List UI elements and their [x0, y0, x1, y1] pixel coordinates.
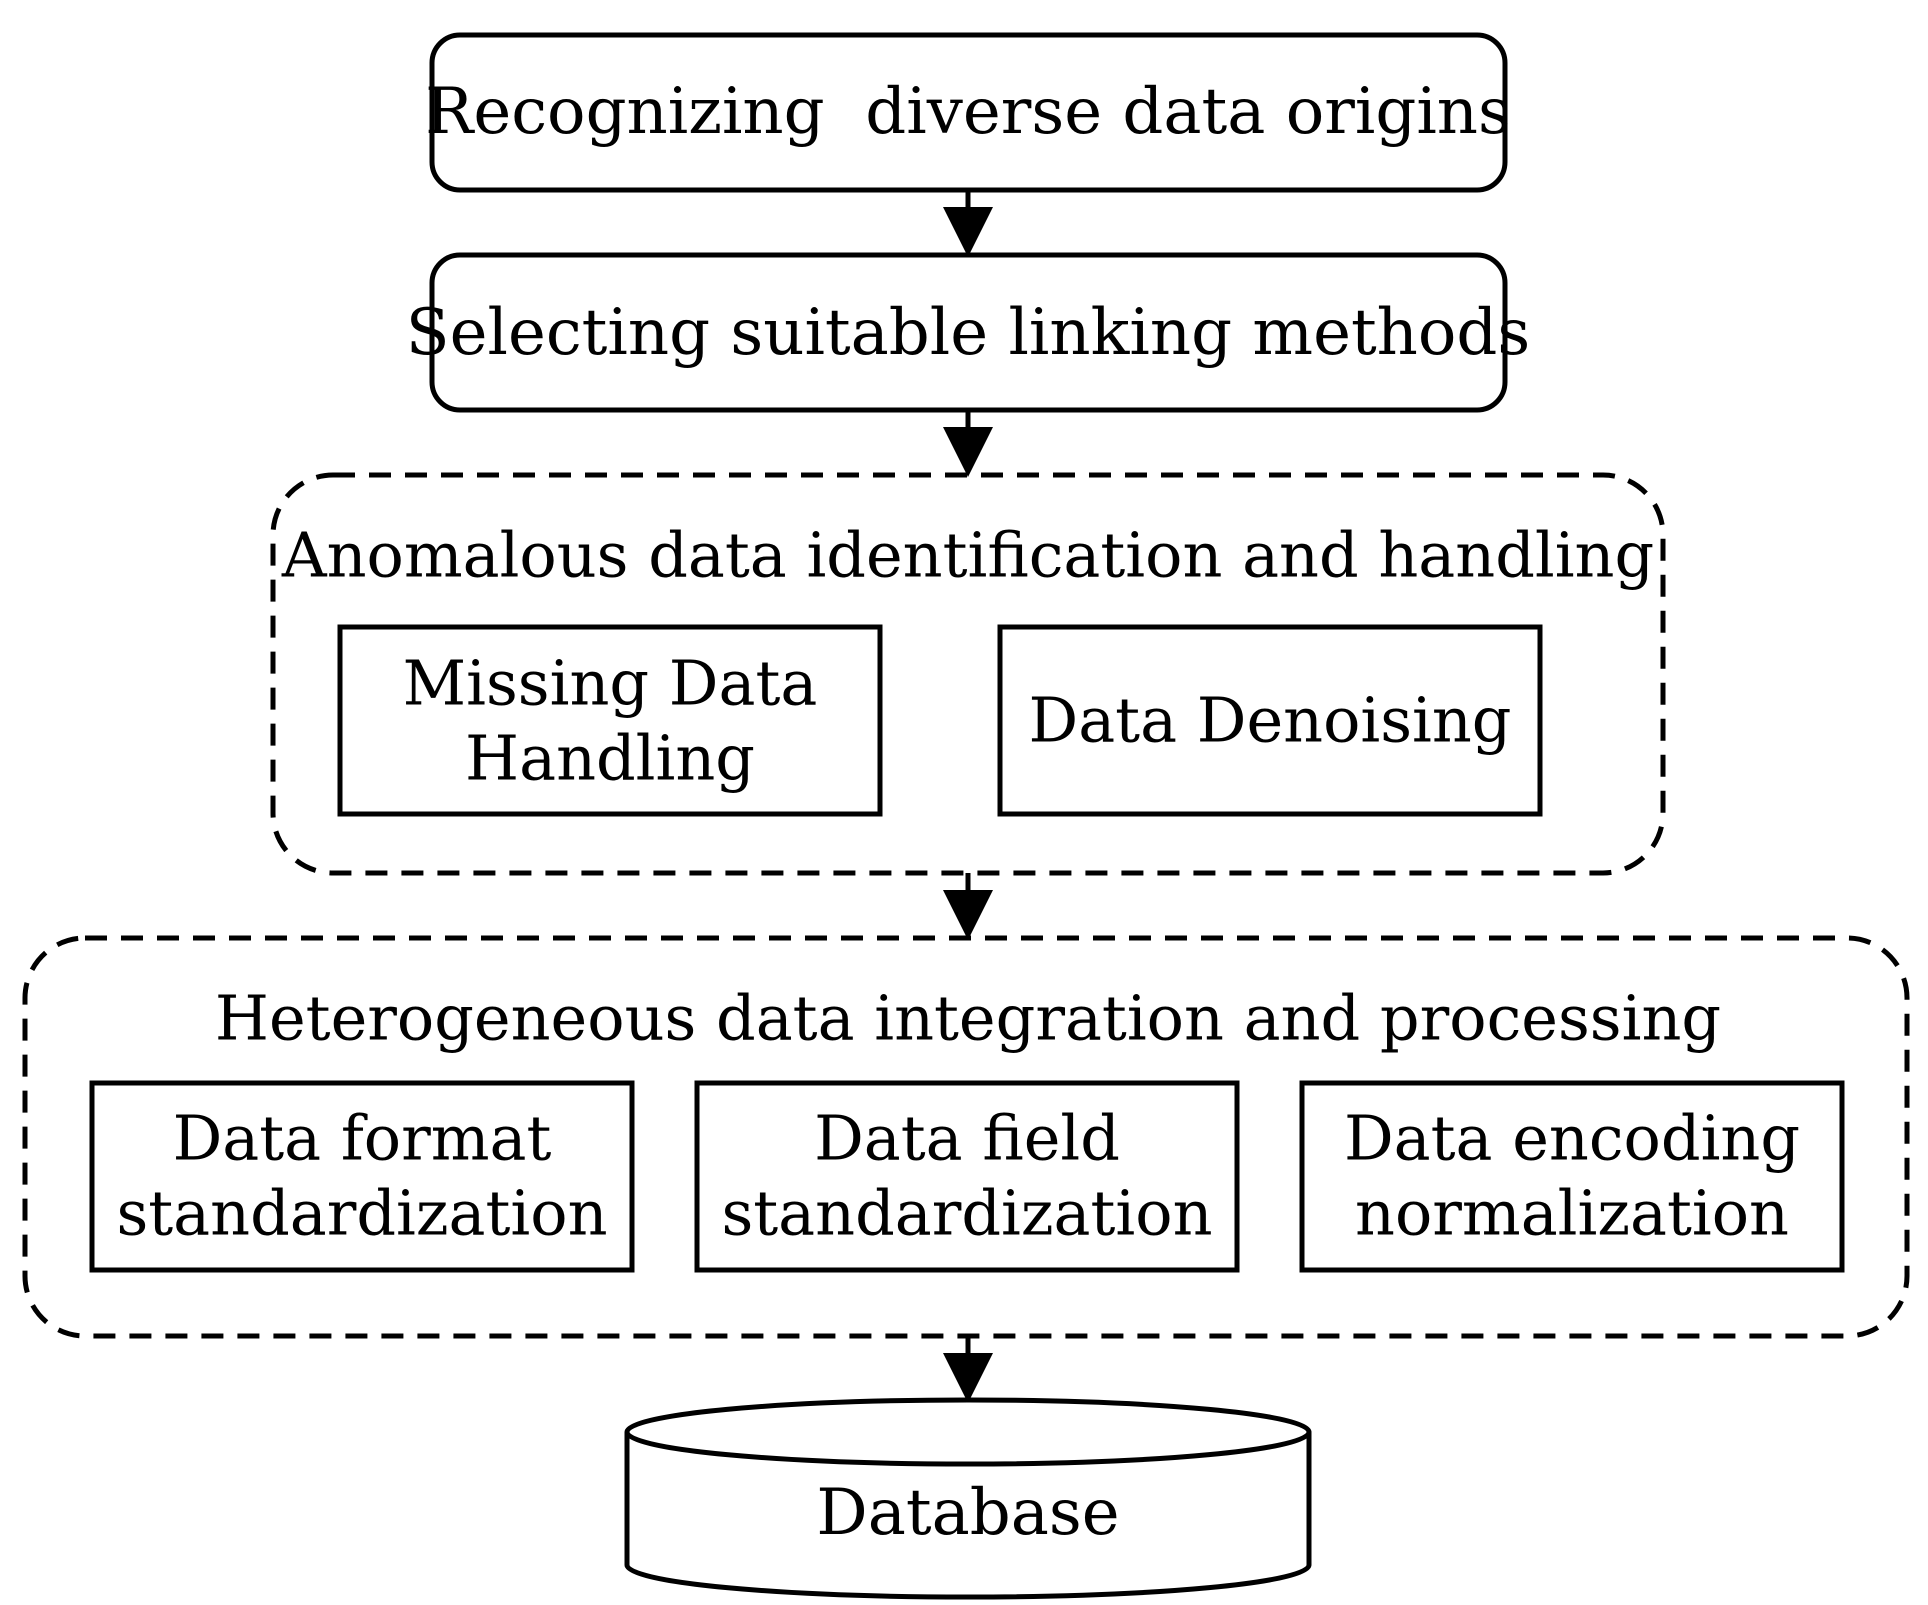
missing-data-line1: Missing Data [403, 647, 818, 720]
box-data-encoding-normalization: Data encoding normalization [1299, 1080, 1845, 1273]
step-recognizing-label: Recognizing diverse data origins [425, 75, 1511, 149]
step-selecting-label: Selecting suitable linking methods [406, 296, 1530, 370]
box-data-denoising: Data Denoising [997, 624, 1543, 817]
data-field-line1: Data field [814, 1102, 1120, 1175]
step-recognizing-data-origins: Recognizing diverse data origins [425, 32, 1511, 193]
missing-data-line2: Handling [465, 722, 755, 795]
group-anomalous-data: Anomalous data identification and handli… [270, 472, 1666, 876]
box-data-format-standardization: Data format standardization [89, 1080, 635, 1273]
database-label: Database [816, 1476, 1119, 1550]
data-field-line2: standardization [721, 1177, 1212, 1250]
data-encoding-line1: Data encoding [1344, 1102, 1800, 1175]
group-heterogeneous-title: Heterogeneous data integration and proce… [215, 982, 1721, 1055]
group-anomalous-title: Anomalous data identification and handli… [281, 519, 1654, 592]
data-format-line1: Data format [173, 1102, 552, 1175]
data-format-line2: standardization [116, 1177, 607, 1250]
step-selecting-linking-methods: Selecting suitable linking methods [406, 252, 1530, 413]
data-encoding-line2: normalization [1355, 1177, 1789, 1250]
box-missing-data-handling: Missing Data Handling [337, 624, 883, 817]
box-data-field-standardization: Data field standardization [694, 1080, 1240, 1273]
data-denoising-label: Data Denoising [1028, 684, 1511, 757]
database-cylinder-icon: Database [624, 1397, 1312, 1600]
group-heterogeneous-data: Heterogeneous data integration and proce… [22, 935, 1910, 1339]
